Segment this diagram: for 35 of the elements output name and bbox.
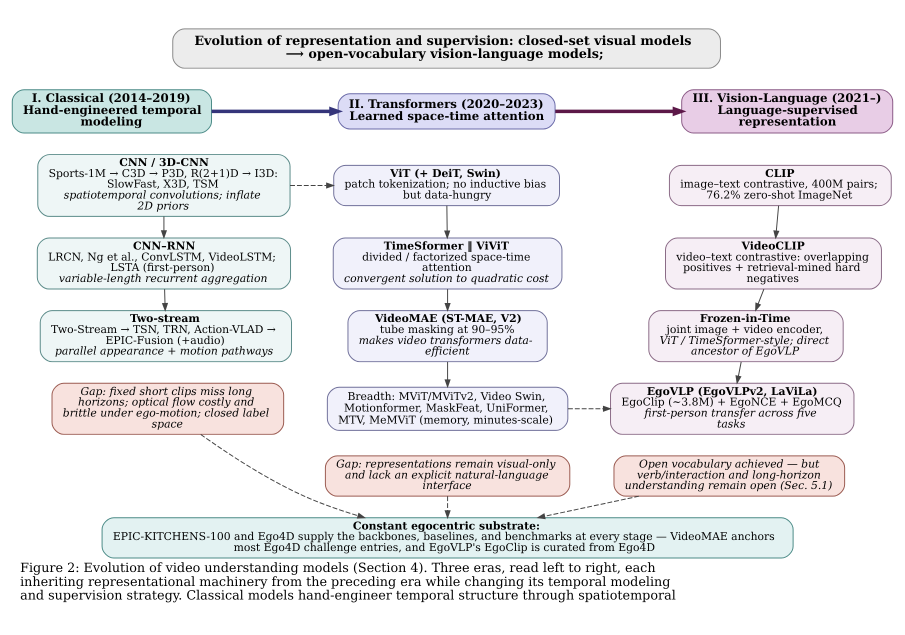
diagram-title: Evolution of representation and supervision: closed-set visual models ⟶ open-vocabulary vision-language models; [194, 34, 692, 62]
arrow [567, 405, 612, 412]
node-box: TimeSformer ‖ ViViT divided / factorized space-time attention convergent solution to quadratic cost [332, 237, 562, 290]
arrow [444, 288, 451, 312]
node-box: Open vocabulary achieved — but verb/interaction and long-horizon understanding remain open (Sec. 5.1) [613, 454, 846, 496]
node-box: Breadth: MViT/MViTv2, Video Swin, Motionformer, MaskFeat, UniFormer, MTV, MeMViT (memory, minutes-scale) [326, 386, 568, 430]
arrow [200, 433, 366, 518]
node-box: EgoVLP (EgoVLPv2, LaViLa) EgoClip (∼3.8M) + EgoNCE + EgoMCQ first-person transfer across five tasks [610, 382, 854, 434]
arrow [290, 182, 335, 188]
node-box: VideoCLIP video–text contrastive: overlapping positives + retrieval-mined hard negatives [665, 237, 882, 290]
arrow [755, 288, 764, 312]
node-box: Two-stream Two-Stream → TSN, TRN, Action-VLAD → EPIC-Fusion (+audio) parallel appearance + motion pathways [40, 310, 292, 362]
node-box: CLIP image–text contrastive, 400M pairs; 76.2% zero-shot ImageNet [668, 164, 892, 206]
arrow [162, 288, 168, 312]
node-box: III. Vision-Language (2021–) Language-supervised representation [681, 88, 894, 133]
node-box: VideoMAE (ST-MAE, V2) tube masking at 90–95% makes video transformers data-efficient [347, 310, 548, 362]
node-box: II. Transformers (2020–2023) Learned space-time attention [338, 92, 556, 130]
node-box: Constant egocentric substrate: EPIC-KITCHENS-100 and Ego4D supply the backbones, baselines, and benchmarks at every stage — VideoMAE anchors most Ego4D challenge entries, and EgoVLP's EgoClip is curated from Ego4D [102, 516, 794, 558]
arrow [444, 204, 450, 239]
arrow [160, 216, 168, 239]
arrow [735, 360, 742, 384]
node-box: CNN–RNN LRCN, Ng et al., ConvLSTM, VideoLSTM; LSTA (first-person) variable-length recurrent aggregation [36, 237, 292, 290]
node-box: Gap: fixed short clips miss long horizons; optical flow costly and brittle under ego-motion; closed label space [52, 382, 284, 434]
node-box: ViT (+ DeiT, Swin) patch tokenization; no inductive bias but data-hungry [333, 164, 560, 206]
node-box: Frozen-in-Time joint image + video encoder, ViT / TimeSformer-style; direct ancestor of EgoVLP [648, 310, 844, 362]
arrow [212, 106, 344, 116]
node-box: CNN / 3D-CNN Sports-1M → C3D → P3D, R(2+1)D → I3D: SlowFast, X3D, TSM spatiotemporal convolutions; inflate 2D priors [37, 154, 291, 216]
arrow [773, 204, 780, 239]
node-box: Gap: representations remain visual-only and lack an explicit natural-language interface [324, 454, 570, 496]
arrow [444, 360, 451, 388]
arrow [555, 106, 686, 116]
caption: Figure 2: Evolution of video understanding models (Section 4). Three eras, read left to right, each inheriting representational machinery from the preceding era while changing its temporal modeling and supervision strategy. Classical models hand-engineer temporal structure through spatiotemporal [20, 560, 676, 604]
node-box: I. Classical (2014–2019) Hand-engineered temporal modeling [12, 88, 212, 133]
arrow [536, 495, 640, 519]
arrow [444, 495, 451, 519]
